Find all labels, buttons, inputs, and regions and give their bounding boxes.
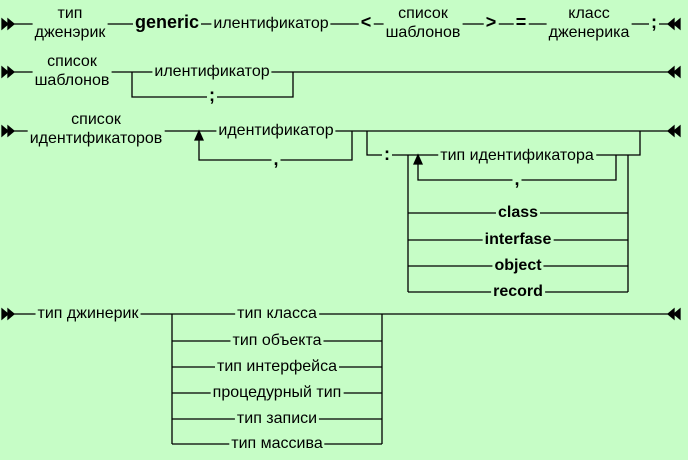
rule3-identifier-label: идентификатор: [216, 121, 336, 140]
rule4-rails: [1, 307, 681, 445]
colon-symbol: :: [382, 144, 392, 164]
greater-than-symbol: >: [483, 12, 499, 32]
class-keyword: class: [495, 203, 541, 222]
type-identifier-comma-symbol: ,: [512, 169, 522, 189]
alt-object-type: тип объекта: [230, 331, 324, 350]
rule2-semicolon-symbol: ;: [207, 85, 217, 105]
alt-class-type: тип класса: [235, 304, 319, 323]
rule1-identifier-label: илентификатор: [211, 14, 331, 33]
record-keyword: record: [491, 282, 545, 301]
rule1-semicolon-symbol: ;: [649, 12, 659, 32]
rule3-comma-symbol: ,: [271, 149, 281, 169]
object-keyword: object: [492, 256, 544, 275]
alt-interface-type: тип интерфейса: [215, 357, 339, 376]
less-than-symbol: <: [358, 12, 374, 32]
generic-keyword: generic: [132, 12, 202, 32]
type-identifier-label: тип идентификатора: [438, 146, 596, 165]
rule4-generic-type-label: тип джинерик: [35, 304, 141, 323]
alt-array-type: тип массива: [229, 434, 325, 453]
interface-keyword: interfase: [482, 230, 554, 249]
alt-record-type: тип записи: [234, 409, 320, 428]
alt-procedural-type: процедурный тип: [210, 383, 344, 402]
equals-symbol: =: [513, 12, 529, 32]
rule2-identifier-label: илентификатор: [152, 62, 272, 81]
rule2-rails: [1, 65, 681, 98]
